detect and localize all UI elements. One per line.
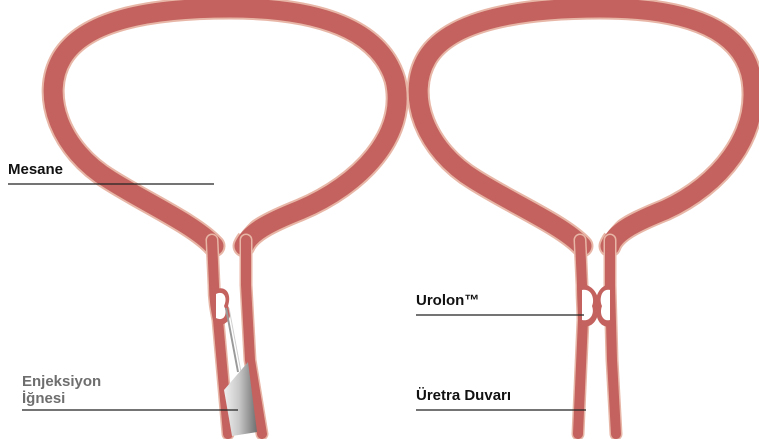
needle-shaft-highlight [229, 308, 241, 372]
needle-label-line1: Enjeksiyon [22, 373, 101, 390]
urethra-wall-label: Üretra Duvarı [416, 387, 511, 404]
right-bladder-panel [418, 8, 753, 434]
needle-label-line2: İğnesi [22, 390, 65, 407]
implant-label: Urolon™ [416, 292, 479, 309]
right-implant-left [582, 290, 593, 321]
right-urethra-wall-left-core [578, 240, 583, 434]
bladder-label: Mesane [8, 161, 63, 178]
right-implant-right [601, 290, 610, 321]
left-bladder-panel [53, 8, 397, 436]
